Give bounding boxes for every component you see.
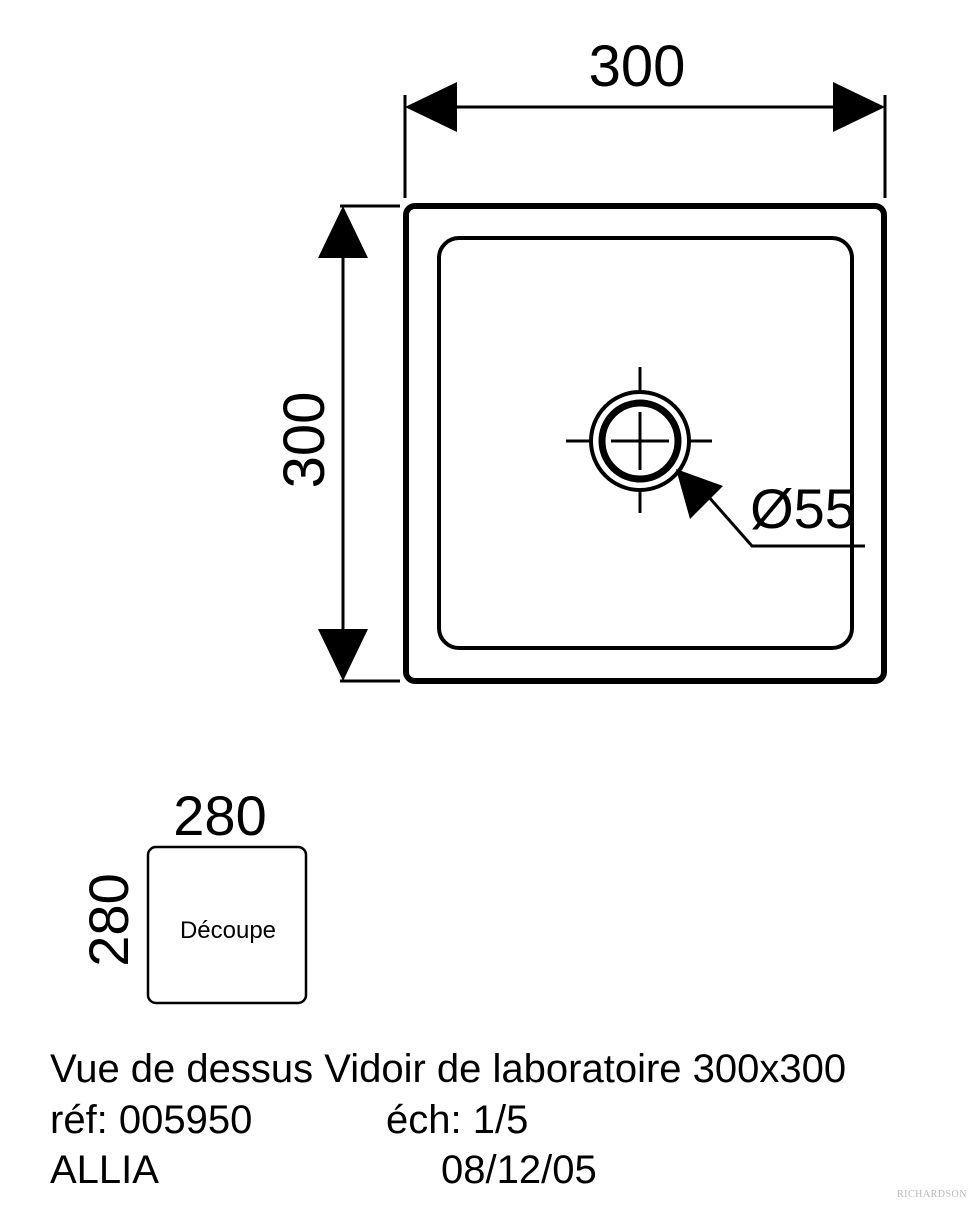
cutout-width-label: 280 — [173, 784, 266, 847]
drawing-title: Vue de dessus Vidoir de laboratoire 300x… — [50, 1047, 847, 1091]
cutout-height-label: 280 — [77, 873, 140, 966]
drawing-date: 08/12/05 — [441, 1148, 597, 1192]
height-label: 300 — [272, 392, 337, 489]
diameter-leader: Ø55 — [676, 469, 865, 548]
watermark: RICHARDSON — [896, 1189, 967, 1200]
sink-basin — [437, 236, 854, 650]
width-dimension: 300 — [403, 34, 887, 198]
sink-outline — [403, 203, 887, 684]
arrow-left-icon — [405, 82, 457, 132]
cutout-label: Découpe — [180, 917, 276, 944]
reference-number: réf: 005950 — [50, 1098, 253, 1142]
arrow-down-icon — [318, 629, 368, 681]
brand-name: ALLIA — [50, 1148, 159, 1192]
sink-outer-rim — [403, 203, 887, 684]
arrow-right-icon — [833, 82, 885, 132]
cutout-diagram: 280 280 Découpe — [77, 784, 308, 1005]
drain-diameter-label: Ø55 — [750, 477, 856, 540]
arrow-up-icon — [318, 206, 368, 258]
leader-arrow-icon — [676, 469, 723, 519]
width-label: 300 — [589, 34, 686, 99]
height-dimension: 300 — [272, 204, 400, 683]
cutout-box — [146, 845, 308, 1005]
drain — [566, 367, 712, 513]
scale-label: éch: 1/5 — [386, 1098, 529, 1142]
